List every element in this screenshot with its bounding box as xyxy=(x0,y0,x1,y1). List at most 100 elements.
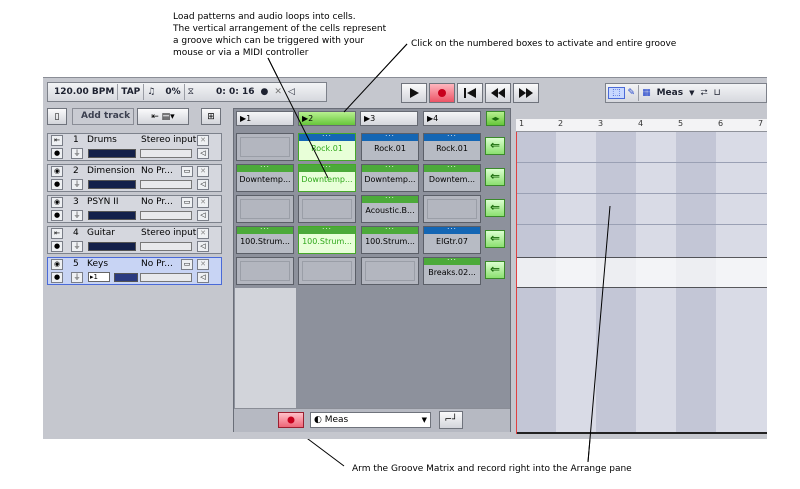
track-pane-toggle-button[interactable]: ▯ xyxy=(47,108,67,125)
snap-select[interactable]: Meas xyxy=(656,88,684,98)
matrix-cell[interactable]: ···100.Strum... xyxy=(298,226,356,254)
tempo-display[interactable]: 120.00 BPM xyxy=(54,87,115,97)
track-row[interactable]: ⇤ ● 1 Drums Stereo input ✕ ⏚ ◁ xyxy=(47,133,222,161)
swing-value[interactable]: 0% xyxy=(165,87,181,97)
monitor-icon[interactable]: ⏚ xyxy=(71,210,83,221)
sync-toggle-button[interactable]: ◂▸ xyxy=(486,111,505,126)
matrix-cell[interactable]: ···ElGtr.07 xyxy=(423,226,481,254)
fast-forward-button[interactable] xyxy=(513,83,539,103)
arrow-left-icon[interactable]: ⇐ xyxy=(485,199,505,217)
chevron-down-icon[interactable]: ▼ xyxy=(689,89,695,97)
matrix-cell[interactable]: ···Breaks.02... xyxy=(423,257,481,285)
select-tool-icon[interactable]: ⬚ xyxy=(608,87,625,99)
matrix-cell[interactable]: ···Downtemp... xyxy=(236,164,294,192)
matrix-cell[interactable] xyxy=(236,133,294,161)
matrix-options-button[interactable]: ⌐┘ xyxy=(439,411,463,429)
speaker-icon[interactable]: ◁ xyxy=(197,241,209,252)
track-name[interactable]: Dimension xyxy=(87,166,135,176)
punch-icon[interactable]: ⊔ xyxy=(713,88,721,98)
swing-icon[interactable]: ♫ xyxy=(147,87,156,97)
synth-window-icon[interactable]: ▭ xyxy=(181,259,193,270)
pencil-tool-icon[interactable]: ✎ xyxy=(627,88,636,98)
volume-slider[interactable] xyxy=(140,273,192,282)
record-arm-button[interactable]: ● xyxy=(51,148,63,159)
matrix-cell[interactable] xyxy=(236,257,294,285)
record-arm-button[interactable]: ● xyxy=(51,210,63,221)
track-row-selected[interactable]: ◉ ● 5 Keys No Pr... ▭ ✕ ⏚ ▸1 ◁ xyxy=(47,257,222,285)
mute-icon[interactable]: ✕ xyxy=(197,166,209,177)
groove-column-button-4[interactable]: ▶4 xyxy=(423,111,481,126)
matrix-cell[interactable]: ···Downtem... xyxy=(423,164,481,192)
track-input[interactable]: No Pr... xyxy=(141,197,173,207)
track-type-icon[interactable]: ⇤ xyxy=(51,135,63,146)
arrow-left-icon[interactable]: ⇐ xyxy=(485,261,505,279)
matrix-cell[interactable]: ···100.Strum... xyxy=(236,226,294,254)
matrix-cell[interactable]: ···Rock.01 xyxy=(361,133,419,161)
synth-window-icon[interactable]: ▭ xyxy=(181,197,193,208)
matrix-cell[interactable]: ···Rock.01 xyxy=(298,133,356,161)
record-arm-button[interactable]: ● xyxy=(51,241,63,252)
track-name[interactable]: PSYN II xyxy=(87,197,119,207)
track-row[interactable]: ◉ ● 3 PSYN II No Pr... ▭ ✕ ⏚ ◁ xyxy=(47,195,222,223)
mute-icon[interactable]: ✕ xyxy=(197,228,209,239)
track-input[interactable]: No Pr... xyxy=(141,166,173,176)
record-arm-button[interactable]: ● xyxy=(51,179,63,190)
arrow-left-icon[interactable]: ⇐ xyxy=(485,168,505,186)
matrix-cell[interactable]: ···Downtemp... xyxy=(298,164,356,192)
rewind-button[interactable] xyxy=(485,83,511,103)
record-button[interactable] xyxy=(429,83,455,103)
matrix-cell[interactable]: ···Downtemp... xyxy=(361,164,419,192)
track-row[interactable]: ⇤ ● 4 Guitar Stereo input ✕ ⏚ ◁ xyxy=(47,226,222,254)
volume-slider[interactable] xyxy=(140,211,192,220)
track-row[interactable]: ◉ ● 2 Dimension No Pr... ▭ ✕ ⏚ ◁ xyxy=(47,164,222,192)
arrow-left-icon[interactable]: ⇐ xyxy=(485,137,505,155)
speaker-icon[interactable]: ◁ xyxy=(197,272,209,283)
volume-slider[interactable] xyxy=(140,149,192,158)
record-arm-button[interactable]: ● xyxy=(51,272,63,283)
groove-column-button-1[interactable]: ▶1 xyxy=(236,111,294,126)
track-name[interactable]: Drums xyxy=(87,135,117,145)
tap-button[interactable]: TAP xyxy=(121,87,141,97)
monitor-icon[interactable]: ⏚ xyxy=(71,179,83,190)
track-type-icon[interactable]: ⇤ xyxy=(51,228,63,239)
instrument-icon[interactable]: ◉ xyxy=(51,166,63,177)
mute-icon[interactable]: ✕ xyxy=(197,197,209,208)
mute-icon[interactable]: ✕ xyxy=(197,259,209,270)
track-options-button[interactable]: ⇤ ▤▾ xyxy=(137,108,189,125)
matrix-cell[interactable] xyxy=(236,195,294,223)
instrument-icon[interactable]: ◉ xyxy=(51,197,63,208)
matrix-snap-select[interactable]: ◐ Meas ▼ xyxy=(310,412,431,428)
track-name[interactable]: Keys xyxy=(87,259,109,269)
monitor-icon[interactable]: ⏚ xyxy=(71,148,83,159)
matrix-cell[interactable]: ···Rock.01 xyxy=(423,133,481,161)
track-input[interactable]: No Pr... xyxy=(141,259,173,269)
matrix-cell[interactable] xyxy=(361,257,419,285)
synth-window-icon[interactable]: ▭ xyxy=(181,166,193,177)
speaker-icon[interactable]: ◁ xyxy=(197,210,209,221)
track-input[interactable]: Stereo input xyxy=(141,135,197,145)
matrix-cell[interactable] xyxy=(423,195,481,223)
mute-icon[interactable]: ✕ xyxy=(197,135,209,146)
loop-icon[interactable]: ⮂ xyxy=(700,88,708,98)
arrow-left-icon[interactable]: ⇐ xyxy=(485,230,505,248)
instrument-icon[interactable]: ◉ xyxy=(51,259,63,270)
volume-slider[interactable] xyxy=(140,180,192,189)
midi-channel[interactable]: ▸1 xyxy=(88,272,110,282)
speaker-icon[interactable]: ◁ xyxy=(197,179,209,190)
metronome-icon[interactable]: ⧖ xyxy=(187,87,194,97)
timeline-ruler[interactable]: 1 2 3 4 5 6 7 xyxy=(516,119,767,132)
matrix-cell[interactable]: ···Acoustic.B... xyxy=(361,195,419,223)
play-button[interactable] xyxy=(401,83,427,103)
grid-icon[interactable]: ▦ xyxy=(642,88,651,98)
mute-icon[interactable]: ✕ xyxy=(274,87,282,97)
speaker-icon[interactable]: ◁ xyxy=(287,87,295,97)
matrix-cell[interactable] xyxy=(298,257,356,285)
matrix-record-button[interactable] xyxy=(278,412,304,428)
rewind-to-start-button[interactable] xyxy=(457,83,483,103)
record-arm-dot-icon[interactable]: ● xyxy=(260,87,269,97)
volume-slider[interactable] xyxy=(140,242,192,251)
groove-column-button-3[interactable]: ▶3 xyxy=(360,111,418,126)
matrix-cell[interactable] xyxy=(298,195,356,223)
track-input[interactable]: Stereo input xyxy=(141,228,197,238)
add-track-button[interactable]: Add track xyxy=(72,108,134,125)
